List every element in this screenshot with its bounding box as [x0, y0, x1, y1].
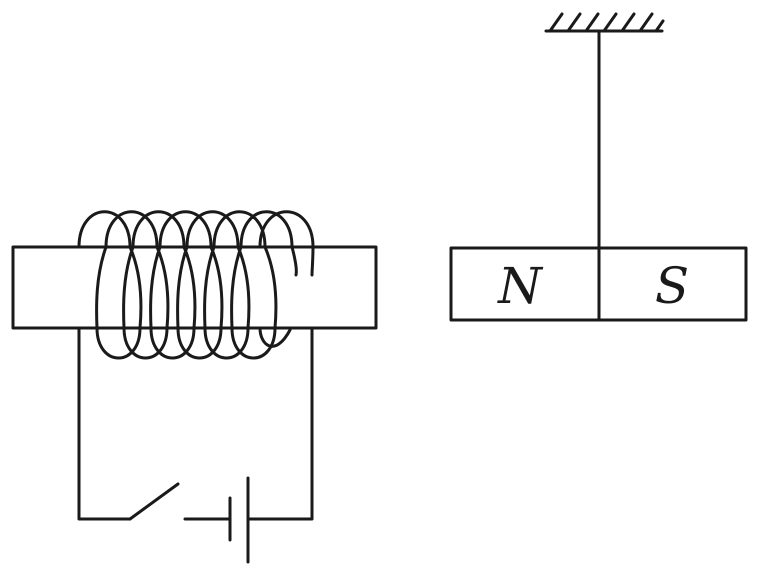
- coil-bottom-arcs: [95, 326, 277, 360]
- ceiling-hatching: [548, 12, 665, 33]
- coil-front-windings: [95, 245, 315, 330]
- solenoid-coil: [77, 210, 315, 360]
- ceiling-support: [544, 12, 665, 33]
- south-pole-label: S: [655, 257, 689, 315]
- battery-right-wire: [246, 326, 314, 521]
- bar-magnet: N S: [449, 246, 748, 322]
- coil-top-arcs: [77, 210, 315, 249]
- coil-last-winding: [258, 326, 292, 348]
- left-lead-wire: [77, 326, 132, 521]
- battery: [228, 476, 250, 564]
- switch-blade: [128, 482, 180, 521]
- north-pole-label: N: [497, 257, 544, 315]
